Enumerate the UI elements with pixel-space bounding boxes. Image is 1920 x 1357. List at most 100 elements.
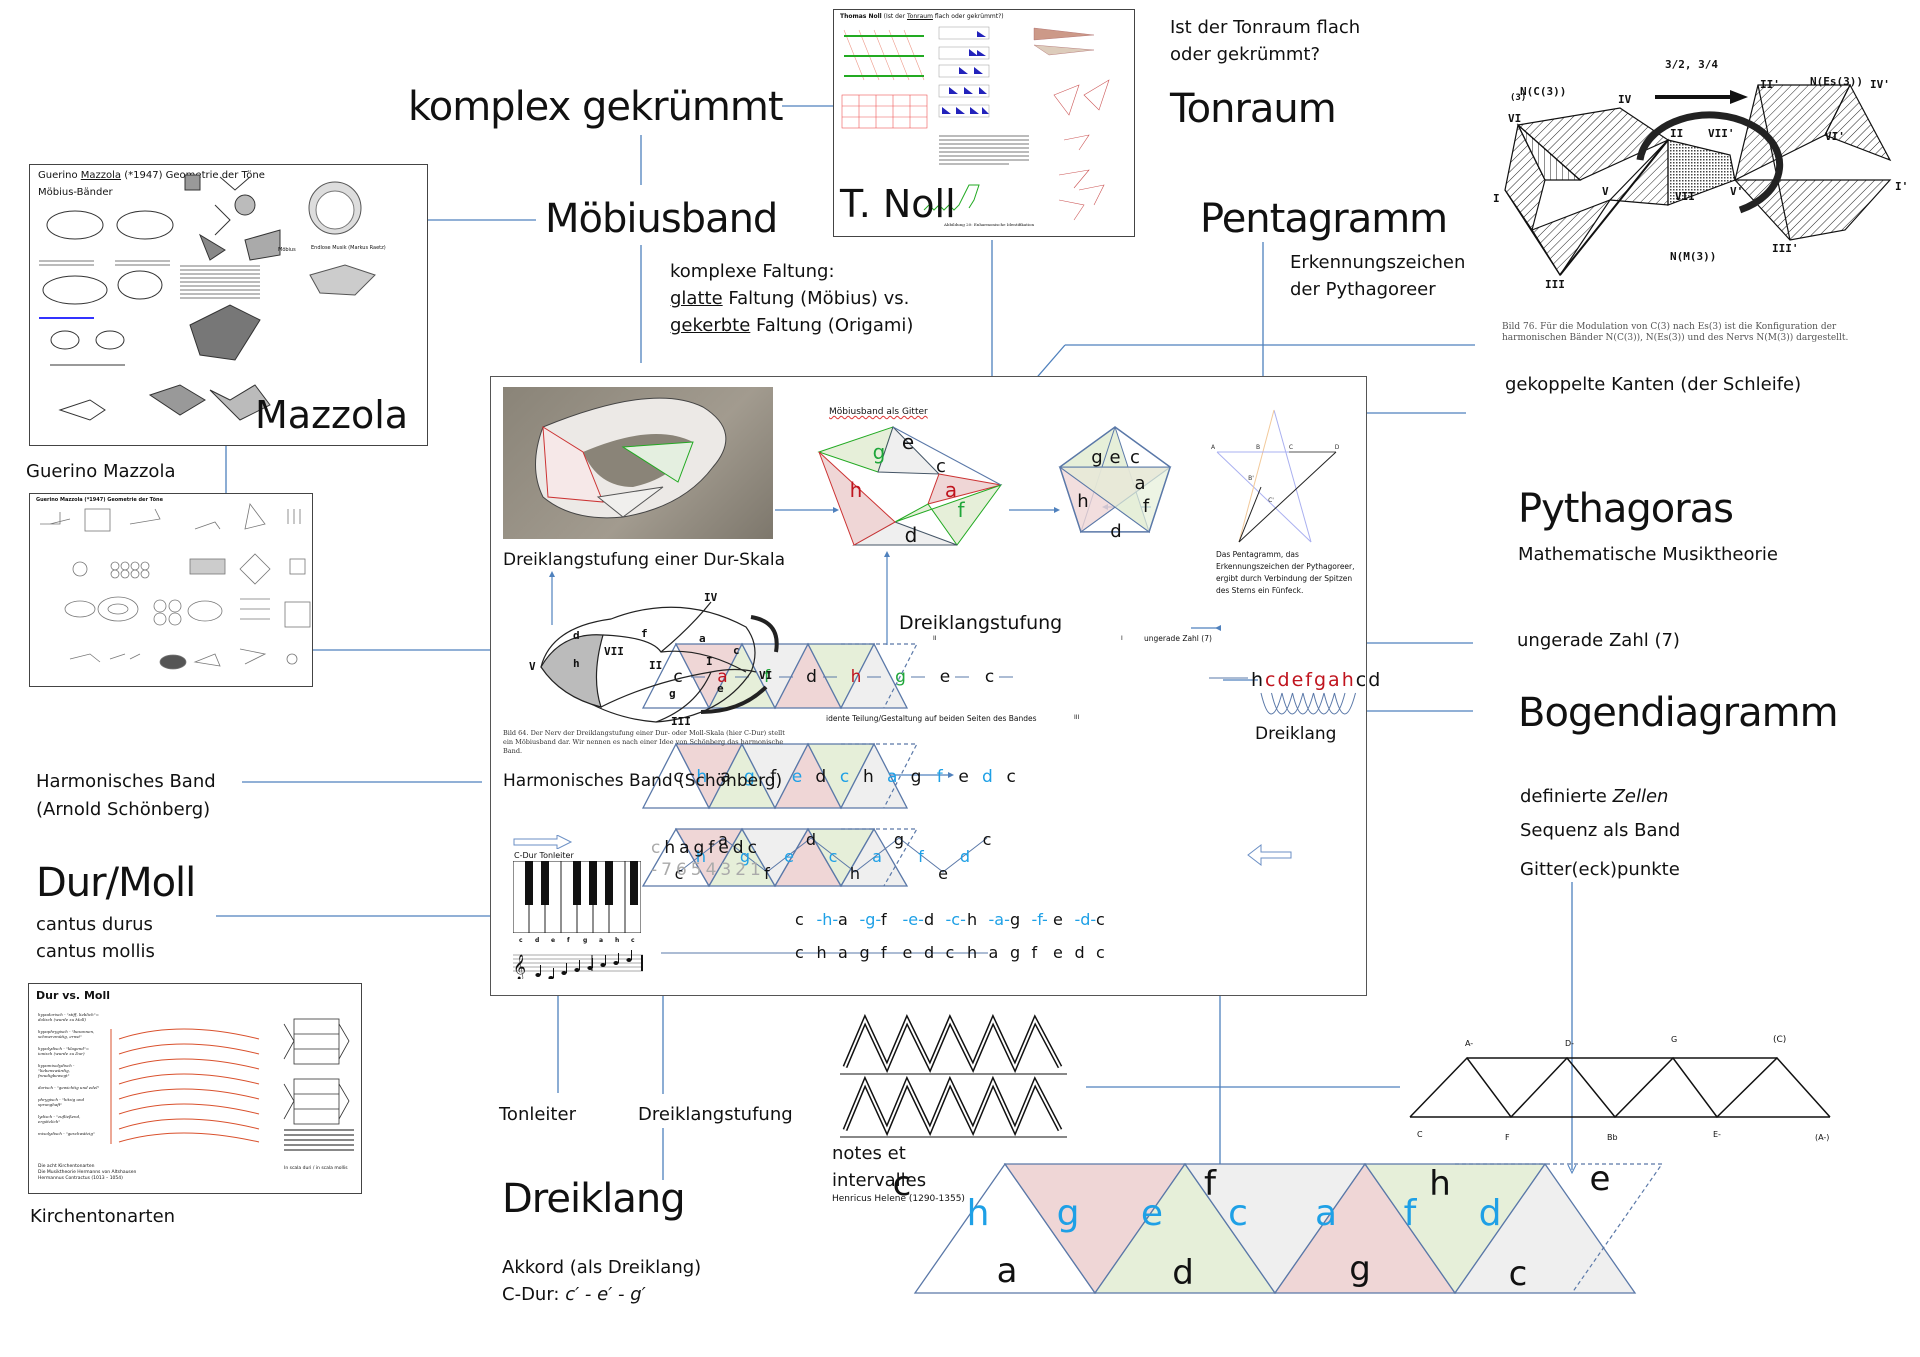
node-cantus: cantus durus cantus mollis xyxy=(36,911,155,965)
band2-note: c xyxy=(840,767,849,787)
svg-text:h: h xyxy=(573,657,580,670)
band2-note: f xyxy=(937,767,944,787)
scale-note: e xyxy=(1291,669,1306,691)
node-ungerade-zahl: ungerade Zahl (7) xyxy=(1517,630,1680,651)
notes-et-line1: notes et xyxy=(832,1143,906,1164)
left-arrow-icon xyxy=(1247,843,1292,867)
big-band-bottom-note: g xyxy=(1349,1249,1371,1289)
roman-i: I xyxy=(1121,635,1123,642)
band3-note: g xyxy=(740,847,750,866)
row-note: a xyxy=(838,910,848,929)
pentagram-caption: Das Pentagramm, das Erkennungszeichen de… xyxy=(1216,550,1355,595)
band1-note: a xyxy=(717,667,727,687)
treble-clef-icon: 𝄞 xyxy=(513,954,526,979)
note-g: g xyxy=(873,440,886,464)
pentagram-label: B xyxy=(1256,444,1260,451)
pentagram-label: B' xyxy=(1248,475,1254,482)
big-band-mid-note: a xyxy=(1315,1193,1337,1234)
note-d: d xyxy=(905,523,918,547)
piano-keyboard xyxy=(513,861,641,933)
band3-note: c xyxy=(675,864,684,883)
black-key xyxy=(605,861,613,905)
pentagon-cell xyxy=(818,451,896,546)
node-bogendiagramm: Bogendiagramm xyxy=(1518,690,1839,736)
band3-note: h xyxy=(850,864,860,883)
thumbnail-dur-vs-moll[interactable]: Dur vs. Moll hypodorisch - "stiff, liebl… xyxy=(28,983,362,1194)
note-head xyxy=(535,973,541,977)
note-head xyxy=(600,963,606,967)
black-key xyxy=(630,861,638,905)
thumb-caption: Abbildung 20: Enharmonische Identifikati… xyxy=(944,222,1035,227)
henricus-credit: Henricus Helene (1290-1355) xyxy=(832,1194,965,1204)
node-erkennungszeichen: Erkennungszeichen der Pythagoreer xyxy=(1290,249,1465,303)
black-key xyxy=(541,861,549,905)
band-dashed-extension xyxy=(1455,1163,1664,1294)
node-komplex-gekruemmt: komplex gekrümmt xyxy=(408,84,784,130)
band2-note: g xyxy=(911,767,922,787)
svg-text:VII: VII xyxy=(604,645,624,658)
truss-lines xyxy=(1409,1056,1831,1119)
note-e: e xyxy=(1109,447,1120,468)
truss-bottom-label: E- xyxy=(1713,1130,1721,1139)
thumbnail-mazzola-moebius[interactable]: Guerino Mazzola (*1947) Geometrie der Tö… xyxy=(29,164,428,446)
note-head xyxy=(587,966,593,970)
pentagon-cell xyxy=(877,426,941,475)
fig-label-left: N(C(3)) xyxy=(1520,85,1566,98)
row-note: c xyxy=(795,910,804,929)
svg-text:e: e xyxy=(717,682,724,695)
band2-note: e xyxy=(958,767,968,787)
arc xyxy=(1271,692,1293,715)
scale-note: c xyxy=(1265,669,1278,691)
scale-note: a xyxy=(1328,669,1342,691)
row-note: -a- xyxy=(988,910,1010,929)
band1-note: f xyxy=(764,667,771,687)
band3-note: f xyxy=(764,864,770,883)
piano-key-label: g xyxy=(583,937,588,944)
band2-note: g xyxy=(744,767,755,787)
truss-bottom-label: Bb xyxy=(1607,1133,1618,1142)
row-note: -c- xyxy=(945,910,966,929)
pentagon-cell xyxy=(894,483,1003,546)
note-a: a xyxy=(945,478,957,502)
note-g: g xyxy=(1091,447,1102,468)
big-band-bottom-note: d xyxy=(1172,1253,1194,1293)
svg-text:VII: VII xyxy=(1675,190,1695,203)
pentagon-cell xyxy=(927,473,1002,505)
svg-text:d: d xyxy=(573,629,580,642)
tonraum-q-line2: oder gekrümmt? xyxy=(1170,44,1321,65)
thumbnail-mazzola-geometrie[interactable]: Guerino Mazzola (*1947) Geometrie der Tö… xyxy=(29,493,313,687)
scale-degrees: -7654321 xyxy=(651,860,765,880)
band2-note: c xyxy=(673,767,682,787)
faltung-line1: komplexe Faltung: xyxy=(670,261,835,282)
note-head xyxy=(613,961,619,965)
band2-note: a xyxy=(887,767,897,787)
row-dashed-notes: c-h-a-g-f-e-d-c-h-a-g-f-e-d-c xyxy=(795,910,1105,932)
node-sequenz-als-band: Sequenz als Band xyxy=(1520,820,1681,841)
big-band-mid-note: c xyxy=(1228,1193,1248,1234)
note-head xyxy=(561,971,567,975)
svg-text:II': II' xyxy=(1760,78,1780,91)
note-f: f xyxy=(1143,496,1150,517)
big-band-top-note: h xyxy=(1429,1164,1451,1204)
band3-note: e xyxy=(784,847,794,866)
band3-note: e xyxy=(938,864,948,883)
staff: 𝄞 xyxy=(513,950,643,979)
noll-sketches xyxy=(841,26,1110,221)
svg-text:II: II xyxy=(1670,127,1683,140)
thumb-title: Guerino Mazzola (*1947) Geometrie der Tö… xyxy=(36,497,163,503)
thumbnail-thomas-noll[interactable]: Thomas Noll (Ist der Tonraum flach oder … xyxy=(833,9,1135,237)
band-cell xyxy=(1453,1162,1637,1294)
scale-row: hcdefgahcd xyxy=(1251,669,1382,691)
band2-note: c xyxy=(1007,767,1016,787)
row-note: f xyxy=(881,943,887,962)
roman-ii: II xyxy=(933,635,937,642)
erkennung-line2: der Pythagoreer xyxy=(1290,279,1436,300)
note-e: e xyxy=(902,430,914,454)
row-note: e xyxy=(1053,943,1063,962)
scale-note: f xyxy=(1305,669,1314,691)
svg-text:III': III' xyxy=(1772,242,1799,255)
harmonisches-line2: (Arnold Schönberg) xyxy=(36,799,211,820)
svg-text:V: V xyxy=(529,660,536,673)
arc xyxy=(1334,692,1356,715)
